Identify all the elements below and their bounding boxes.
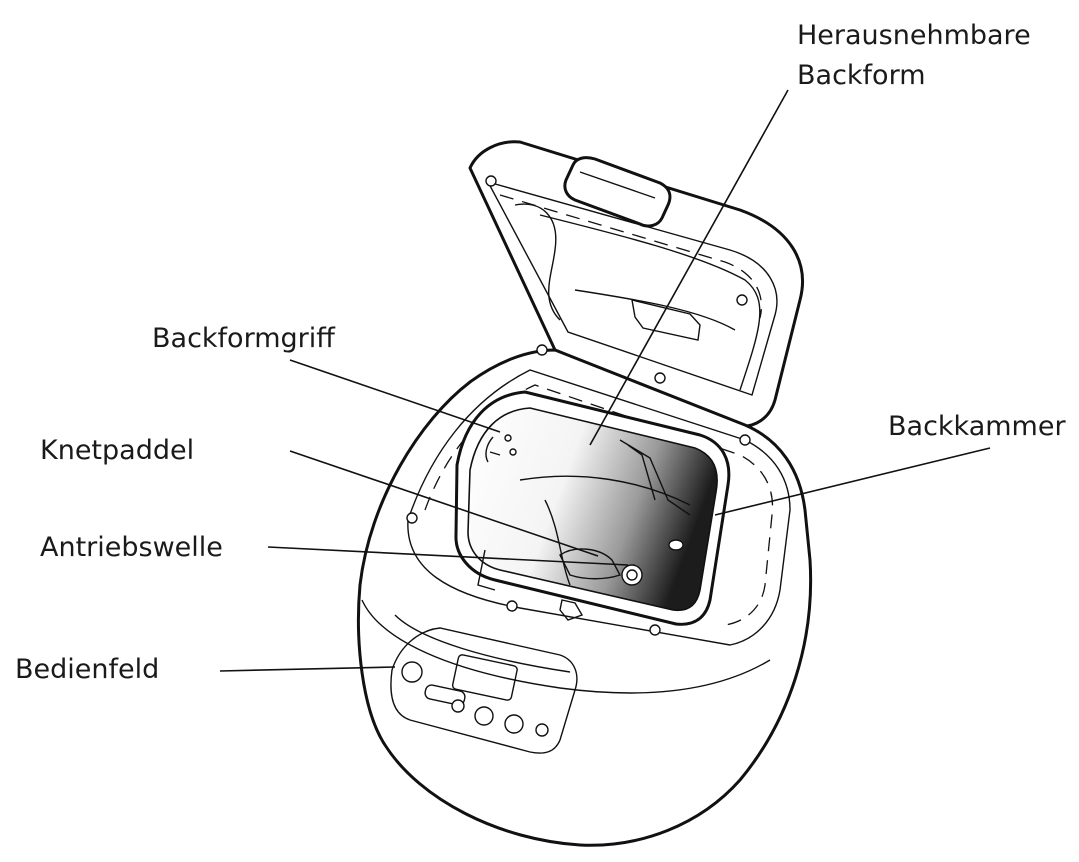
label-baking-chamber: Backkammer <box>888 411 1066 442</box>
leader-lines <box>219 89 991 672</box>
label-removable-pan-line1: Herausnehmbare <box>797 20 1031 51</box>
label-pan-handle: Backformgriff <box>152 323 336 354</box>
label-kneading-paddle: Knetpaddel <box>40 435 194 466</box>
control-panel <box>390 627 578 754</box>
leader-pan-handle <box>289 359 501 433</box>
leader-baking-chamber <box>714 447 991 516</box>
labels: Herausnehmbare Backform Backformgriff Ba… <box>15 20 1066 685</box>
leader-removable-pan <box>589 89 789 446</box>
leader-drive-shaft <box>267 546 629 566</box>
label-removable-pan-line2: Backform <box>797 60 926 91</box>
label-drive-shaft: Antriebswelle <box>40 532 223 563</box>
leader-kneading-paddle <box>289 450 599 557</box>
label-control-panel: Bedienfeld <box>15 654 159 685</box>
leader-control-panel <box>219 666 396 672</box>
